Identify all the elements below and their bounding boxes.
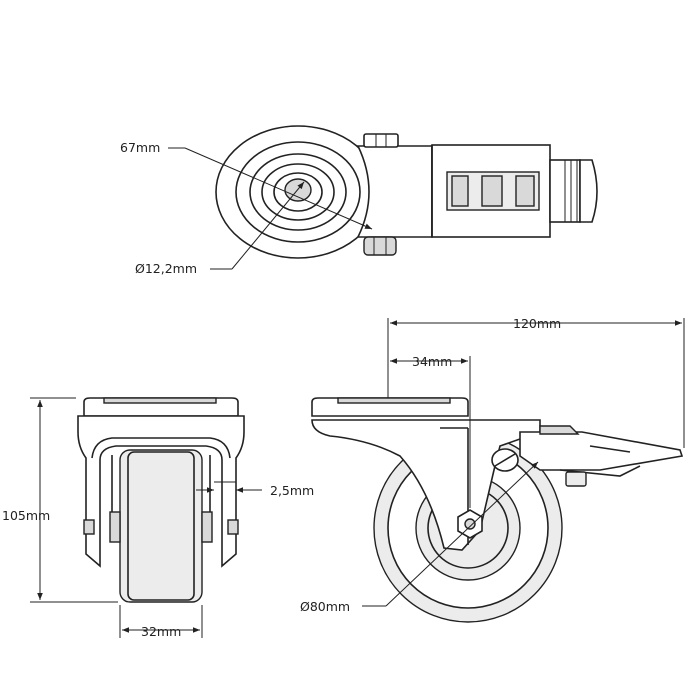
label-67mm: 67mm	[120, 140, 160, 155]
side-view	[311, 318, 685, 623]
label-12-2mm: Ø12,2mm	[135, 261, 197, 276]
top-view	[168, 125, 598, 270]
label-120mm: 120mm	[513, 316, 561, 331]
label-105mm: 105mm	[2, 508, 50, 523]
label-2-5mm: 2,5mm	[270, 483, 314, 498]
label-80mm: Ø80mm	[300, 599, 350, 614]
front-view	[30, 397, 262, 638]
label-34mm: 34mm	[412, 354, 452, 369]
label-32mm: 32mm	[141, 624, 181, 639]
